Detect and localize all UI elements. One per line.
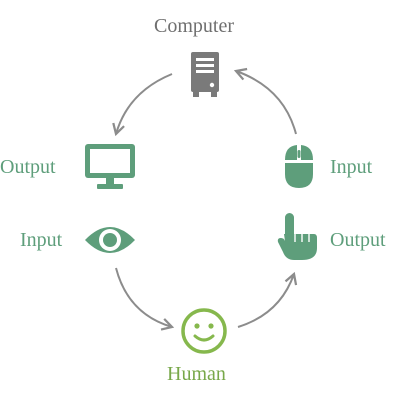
- computer-label: Computer: [154, 15, 234, 37]
- computer-tower-icon: [191, 52, 219, 97]
- arrow-input-to-computer: [233, 67, 297, 135]
- left-input-label: Input: [20, 229, 63, 251]
- monitor-icon: [85, 144, 135, 189]
- pointing-hand-icon: [277, 213, 317, 260]
- eye-icon: [85, 227, 135, 253]
- right-input-label: Input: [330, 156, 373, 178]
- left-output-label: Output: [0, 156, 56, 178]
- arrow-eye-to-human: [115, 267, 175, 331]
- arrow-human-to-hand: [237, 271, 298, 328]
- mouse-icon: [285, 145, 313, 188]
- smiley-face-icon: [181, 308, 227, 354]
- arrow-computer-to-output: [112, 73, 173, 137]
- right-output-label: Output: [330, 229, 386, 251]
- human-label: Human: [167, 363, 226, 385]
